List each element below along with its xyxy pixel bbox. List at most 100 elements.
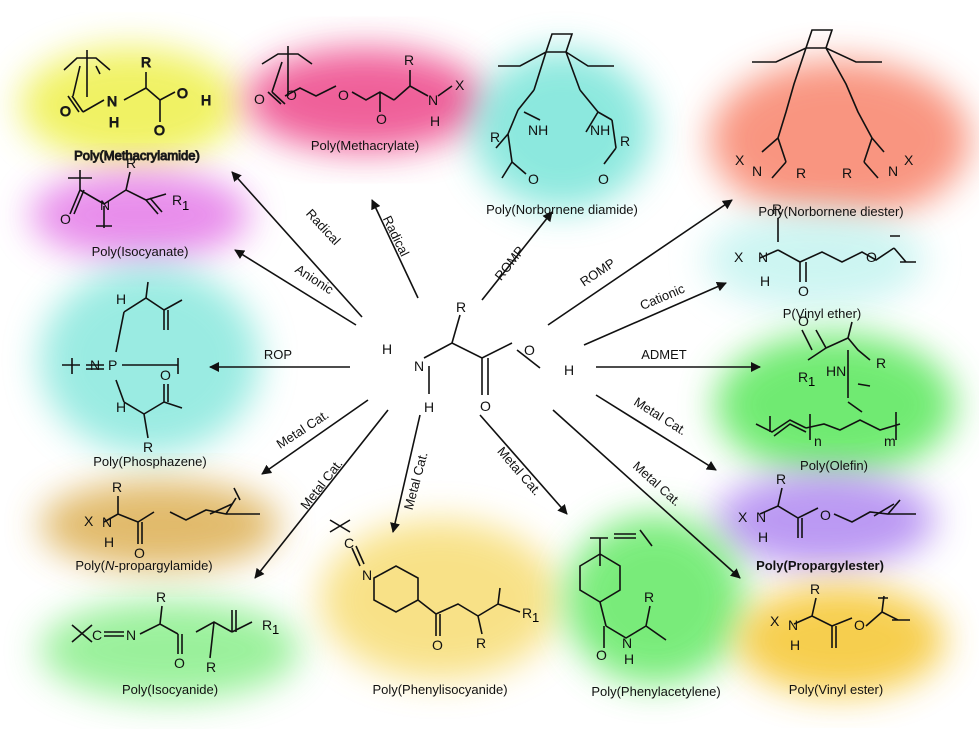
svg-text:N: N [362, 567, 372, 583]
svg-text:N: N [102, 514, 112, 530]
svg-text:H: H [116, 399, 126, 415]
svg-text:O: O [60, 103, 71, 119]
structure-norbornene-diamide: R NH NH R O O Poly(Norbornene diamide) [486, 33, 638, 217]
route-label-radical-2: Radical [380, 213, 413, 259]
svg-text:X: X [455, 77, 465, 93]
svg-text:R: R [126, 155, 136, 171]
svg-text:O: O [174, 655, 185, 671]
svg-text:O: O [820, 507, 831, 523]
glow-vinyl-ether [705, 210, 925, 310]
svg-text:R: R [876, 355, 886, 371]
svg-text:O: O [134, 545, 145, 561]
structure-vinyl-ester: X N H R O Poly(Vinyl ester) [770, 581, 910, 697]
svg-text:X: X [735, 152, 745, 168]
svg-text:O: O [160, 367, 171, 383]
svg-text:R: R [112, 479, 122, 495]
glow-olefin [715, 333, 955, 477]
label-phenylacetylene: Poly(Phenylacetylene) [591, 684, 720, 699]
svg-text:N: N [888, 163, 898, 179]
structure-methacrylate: O O O O R N H X Poly(Methacrylate) [254, 46, 465, 153]
structure-phosphazene: H N P H O R Poly(Phosphazene) [62, 281, 207, 469]
svg-text:1: 1 [272, 622, 279, 637]
arrow-metal-cat-1 [261, 399, 369, 475]
route-label-romp-1: ROMP [492, 243, 528, 283]
svg-text:O: O [798, 283, 809, 299]
svg-text:R: R [620, 133, 630, 149]
structure-isocyanate: O N R R 1 Poly(Isocyanate) [60, 155, 189, 259]
svg-text:R: R [810, 581, 820, 597]
label-isocyanate: Poly(Isocyanate) [92, 244, 189, 259]
svg-text:NH: NH [528, 122, 548, 138]
glow-isocyanide [40, 600, 300, 700]
svg-text:N: N [428, 92, 438, 108]
svg-text:R: R [776, 471, 786, 487]
svg-text:H: H [624, 651, 634, 667]
svg-text:R: R [522, 605, 532, 621]
svg-text:1: 1 [808, 374, 815, 389]
svg-text:R: R [404, 52, 414, 68]
glow-norbornene-diamide [472, 50, 652, 210]
svg-text:O: O [338, 87, 349, 103]
svg-text:N: N [126, 627, 136, 643]
svg-text:N: N [756, 509, 766, 525]
arrow-anionic [234, 249, 357, 326]
arrow-cationic [583, 282, 727, 346]
svg-text:R: R [206, 659, 216, 675]
route-label-radical-1: Radical [303, 206, 344, 248]
svg-text:R: R [156, 589, 166, 605]
svg-text:O: O [596, 647, 607, 663]
route-labels: Radical Radical Anionic ROMP ROMP Cation… [264, 206, 690, 512]
svg-text:R: R [141, 54, 151, 70]
svg-text:H: H [760, 273, 770, 289]
svg-text:O: O [432, 637, 443, 653]
svg-text:H: H [201, 92, 211, 108]
arrow-metal-cat-4 [479, 414, 568, 515]
center-h-top: H [382, 341, 392, 357]
route-label-romp-2: ROMP [577, 255, 618, 289]
glow-methacrylamide [20, 47, 240, 163]
svg-text:R: R [842, 165, 852, 181]
svg-text:O: O [798, 313, 809, 329]
svg-text:R: R [796, 165, 806, 181]
route-label-rop: ROP [264, 347, 292, 362]
center-o-carbonyl: O [480, 398, 491, 414]
svg-text:NH: NH [590, 122, 610, 138]
svg-text:P: P [108, 357, 117, 373]
svg-text:1: 1 [182, 198, 189, 213]
svg-text:R: R [172, 192, 182, 208]
svg-text:X: X [904, 152, 914, 168]
svg-text:m: m [884, 433, 896, 449]
glow-phenylisocyanide [320, 520, 560, 680]
label-isocyanide: Poly(Isocyanide) [122, 682, 218, 697]
route-label-anionic: Anionic [292, 261, 336, 297]
svg-text:O: O [254, 91, 265, 107]
svg-text:N: N [90, 357, 100, 373]
glow-phosphazene [40, 265, 260, 455]
glow-propargylamide [40, 480, 280, 570]
route-label-cationic: Cationic [638, 281, 688, 313]
glow-norbornene-diester [710, 60, 970, 220]
svg-text:R: R [143, 439, 153, 455]
arrow-metal-cat-6 [552, 409, 741, 579]
svg-text:X: X [738, 509, 748, 525]
arrow-radical-2 [371, 199, 419, 299]
structure-phenylisocyanide: C N O R R 1 Poly(Phenylisocyanide) [329, 519, 539, 697]
structure-olefin: O R 1 HN R n m Poly(Olefin) [755, 313, 901, 473]
arrow-radical-1 [231, 171, 363, 318]
svg-text:O: O [286, 87, 297, 103]
arrow-metal-cat-3 [390, 414, 421, 533]
reaction-arrows [209, 171, 761, 579]
label-norbornene-diester: Poly(Norbornene diester) [758, 204, 903, 219]
center-n: N [414, 358, 424, 374]
center-h-acid: H [564, 362, 574, 378]
label-propargylamide: Poly(N-propargylamide) [75, 558, 212, 573]
central-amino-acid: R H N H O H O [382, 299, 574, 415]
structure-phenylacetylene: O N H R Poly(Phenylacetylene) [579, 529, 721, 699]
structure-norbornene-diester: X N R R N X Poly(Norbornene diester) [735, 29, 914, 219]
arrow-romp-1 [481, 211, 553, 301]
svg-text:N: N [752, 163, 762, 179]
label-olefin: Poly(Olefin) [800, 458, 868, 473]
svg-text:X: X [770, 613, 780, 629]
